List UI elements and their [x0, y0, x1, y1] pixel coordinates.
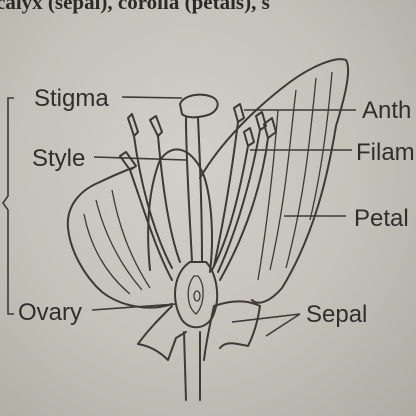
petal-right-veins — [257, 71, 333, 281]
label-sepal: Sepal — [306, 301, 367, 328]
leader-stigma — [121, 96, 183, 99]
sepal-left — [137, 305, 187, 361]
ovule — [193, 290, 201, 302]
bracket — [2, 97, 14, 315]
leader-ovary — [91, 303, 177, 311]
ovary — [174, 261, 219, 329]
stalk — [183, 331, 201, 401]
label-style: Style — [32, 145, 85, 172]
petal-center — [147, 148, 213, 273]
stamen-right-1 — [213, 103, 245, 267]
stamen-right-2 — [217, 111, 267, 273]
petal-left — [66, 167, 173, 309]
leader-style — [93, 156, 187, 161]
petal-left-veins — [83, 189, 151, 295]
stamen-left-2 — [149, 115, 181, 263]
label-ovary: Ovary — [18, 299, 82, 326]
leader-sepal — [231, 313, 301, 337]
style-stalk — [185, 117, 203, 263]
label-petal: Petal — [354, 205, 409, 232]
stigma — [179, 93, 219, 119]
petal-right — [199, 58, 350, 304]
stamen-right-3 — [219, 117, 277, 281]
sepal-right — [203, 300, 261, 361]
stamen-left-3 — [119, 151, 173, 281]
label-anther: Anth — [362, 97, 411, 124]
caption-text: calyx (sepal), corolla (petals), s — [0, 0, 270, 14]
label-stigma: Stigma — [34, 85, 109, 112]
ovary-inner — [187, 275, 204, 315]
stamen-left-1 — [127, 113, 173, 269]
label-filament: Filam — [356, 139, 415, 166]
stamen-right-4 — [211, 127, 255, 271]
